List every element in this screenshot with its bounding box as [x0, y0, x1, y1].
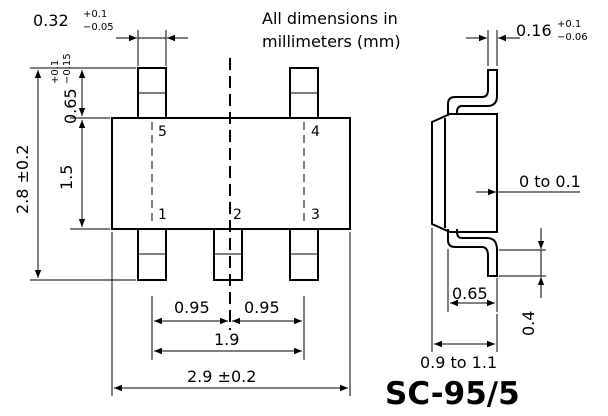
lead-thickness-tol-minus: −0.06 [557, 32, 588, 43]
dim-lead-thickness: 0.16 +0.1 −0.06 [466, 19, 588, 66]
pitch-span-value: 1.9 [214, 330, 239, 349]
standoff-value: 0 to 0.1 [519, 172, 581, 191]
pitch-right-value: 0.95 [244, 298, 280, 317]
dim-body-height: 1.5 [57, 120, 110, 230]
dim-standoff: 0 to 0.1 [476, 172, 581, 196]
pin-3-label: 3 [311, 207, 320, 223]
foot-height-value: 0.4 [519, 311, 538, 336]
dim-pitch: 0.95 0.95 1.9 [151, 296, 305, 360]
side-view [431, 69, 498, 277]
package-height-value: 0.9 to 1.1 [420, 353, 497, 372]
dim-overall-height: 2.8 ±0.2 [13, 67, 136, 281]
dim-foot-length: 0.65 [447, 249, 498, 312]
pitch-left-value: 0.95 [174, 298, 210, 317]
lead-width-tol-plus: +0.1 [83, 9, 107, 20]
dim-package-height: 0.9 to 1.1 [420, 228, 498, 372]
top-view: 5 4 1 2 3 [111, 58, 351, 330]
lead-width-value: 0.32 [33, 11, 69, 30]
dim-overall-width: 2.9 ±0.2 [111, 232, 351, 396]
lead-thickness-tol-plus: +0.1 [557, 19, 581, 30]
dim-foot-height: 0.4 [499, 228, 546, 336]
overall-height-value: 2.8 ±0.2 [13, 145, 32, 214]
body-height-value: 1.5 [57, 165, 76, 190]
lead-width-tol-minus: −0.05 [83, 22, 114, 33]
pin-5-label: 5 [158, 124, 167, 140]
pin-1-label: 1 [158, 207, 167, 223]
lead-length-top-tol-plus: +0.1 [50, 60, 61, 84]
pin-4-label: 4 [311, 124, 320, 140]
lead-length-top-tol-minus: −0.15 [62, 53, 73, 84]
package-name: SC-95/5 [385, 376, 520, 412]
overall-width-value: 2.9 ±0.2 [187, 367, 256, 386]
units-note-line2: millimeters (mm) [262, 32, 401, 51]
dim-lead-length-top: 0.65 +0.1 −0.15 [50, 53, 136, 124]
lead-length-top-value: 0.65 [61, 88, 80, 124]
units-note-line1: All dimensions in [262, 9, 398, 28]
pin-2-label: 2 [233, 207, 242, 223]
dim-lead-width: 0.32 +0.1 −0.05 [33, 9, 188, 66]
lead-thickness-value: 0.16 [516, 21, 552, 40]
side-body [431, 113, 498, 233]
foot-length-value: 0.65 [452, 284, 488, 303]
